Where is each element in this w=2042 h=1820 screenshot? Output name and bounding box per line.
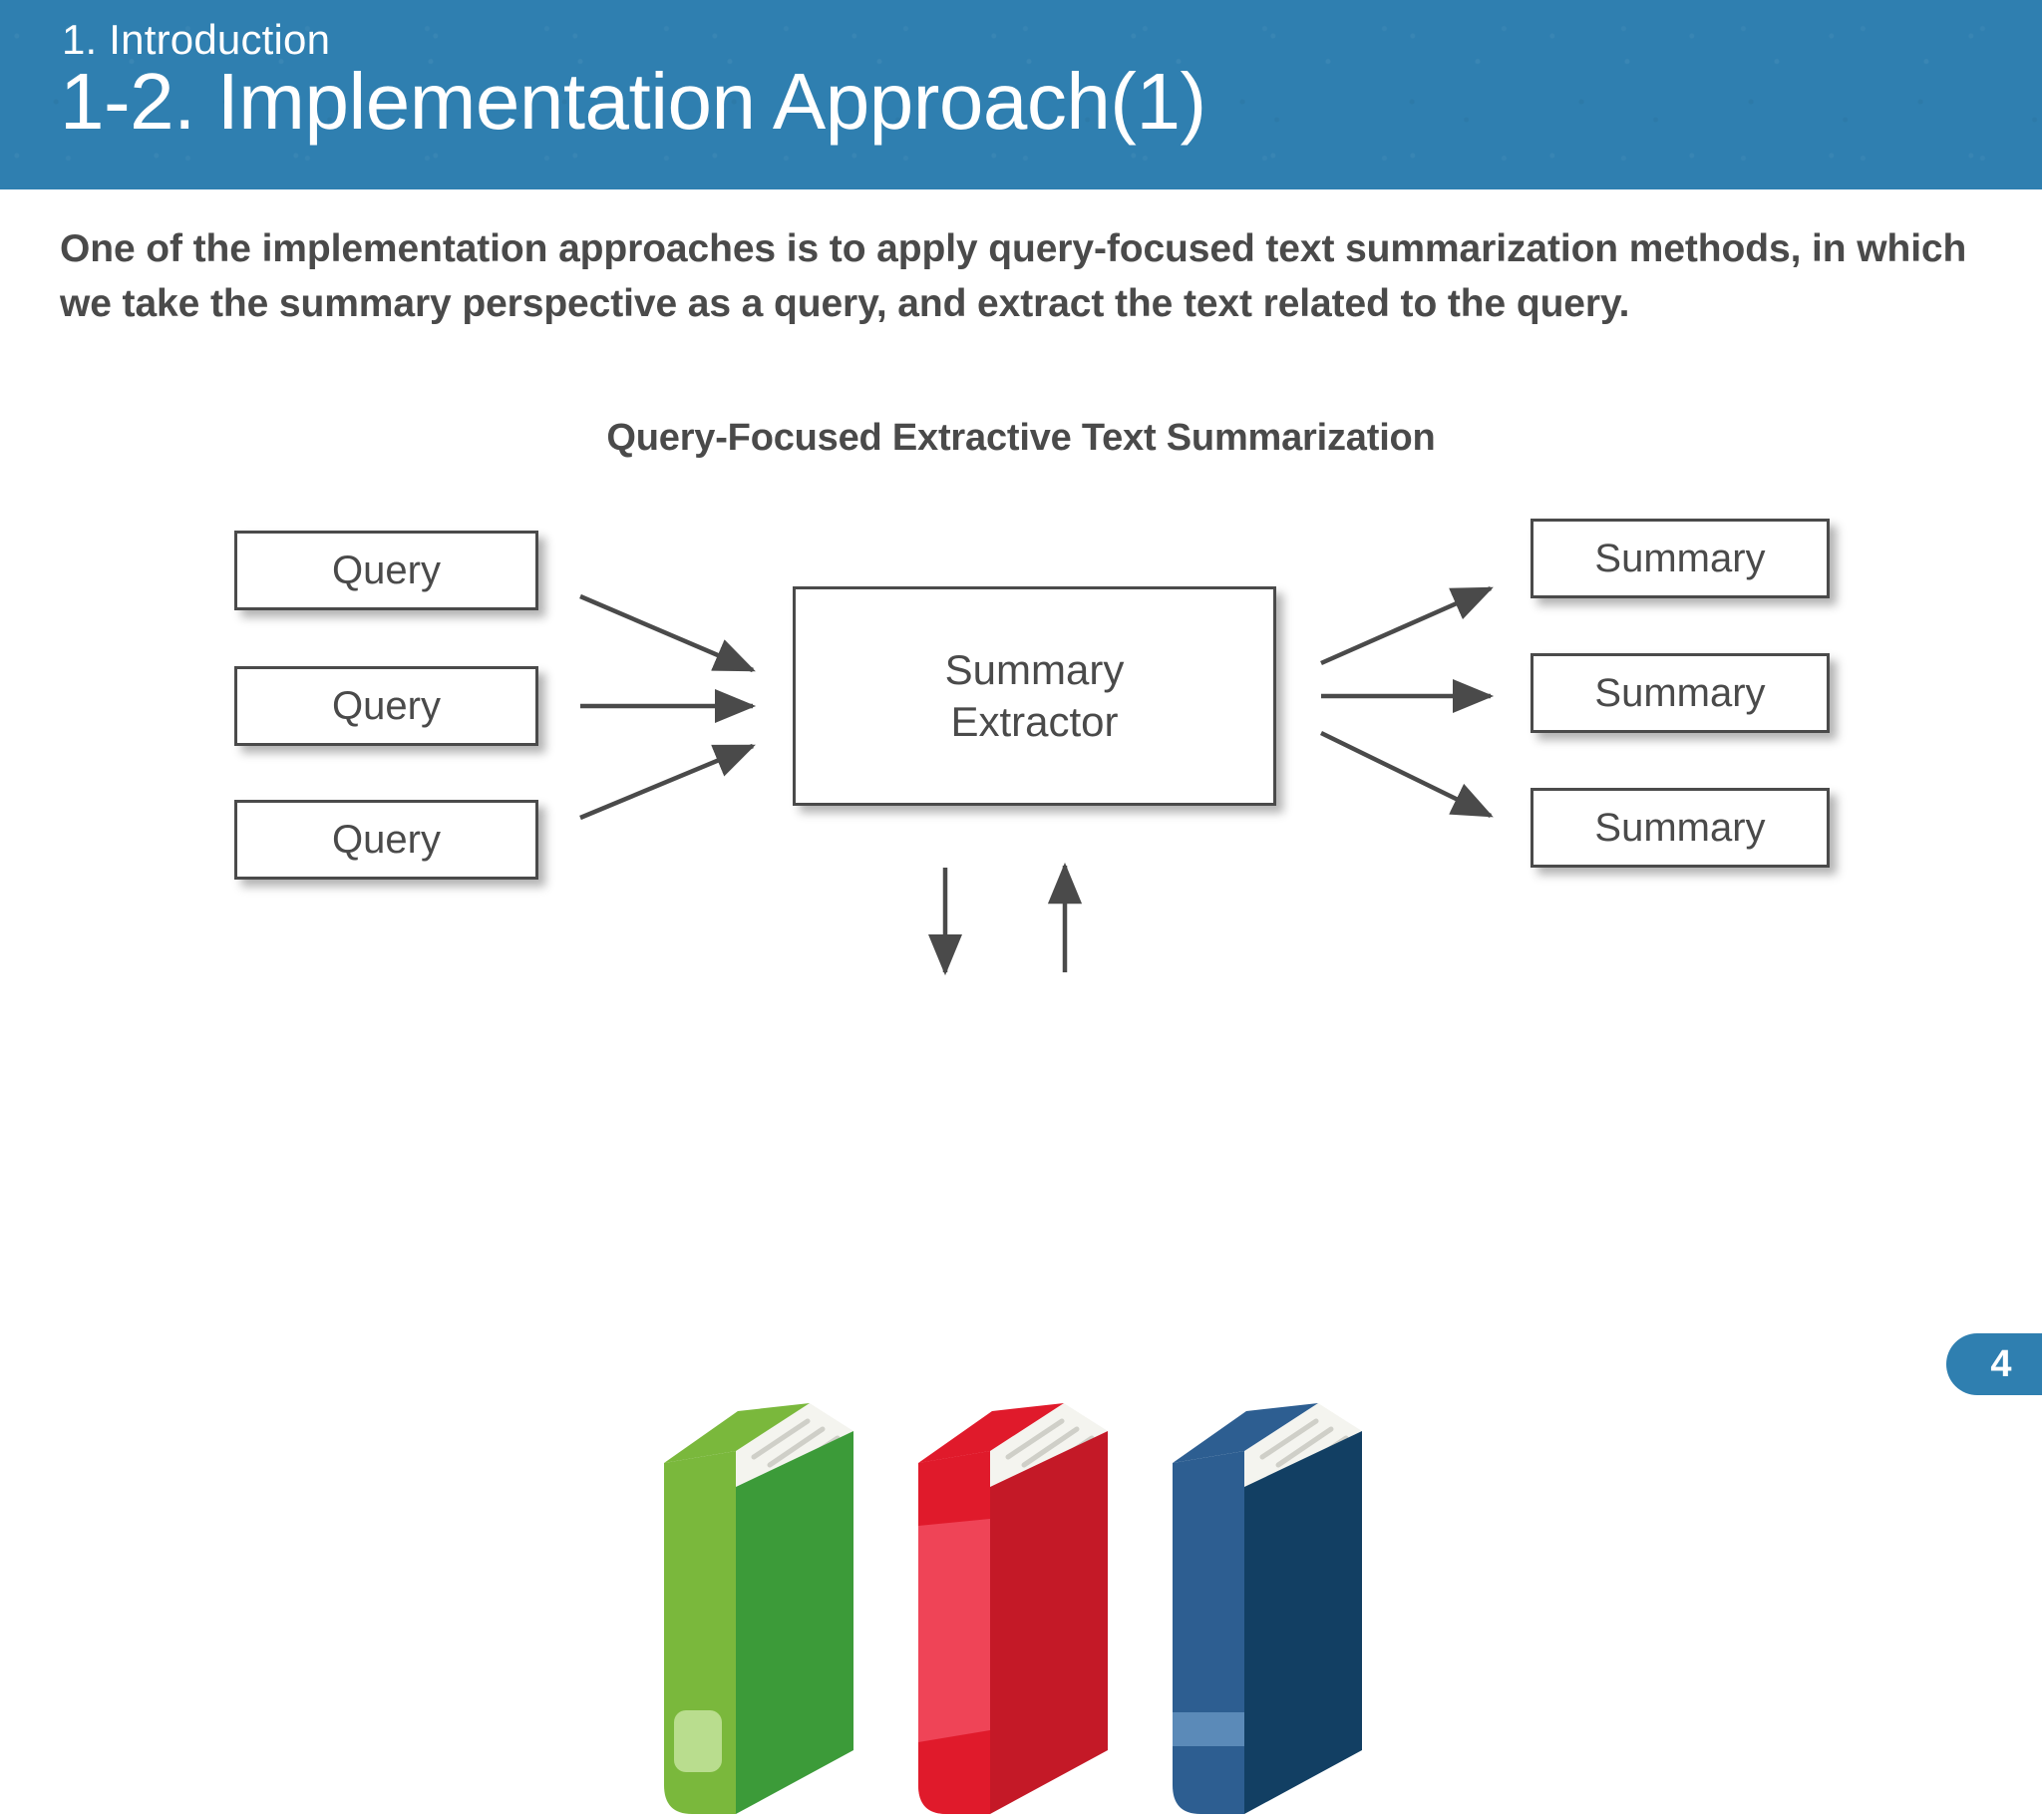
header-section-label: 1. Introduction — [62, 16, 331, 63]
summarization-diagram: Query-Focused Extractive Text Summarizat… — [0, 399, 2042, 1814]
book-stack-illustration — [0, 1351, 2042, 1820]
query-box-1[interactable]: Query — [234, 531, 538, 610]
query-box-label: Query — [332, 547, 441, 592]
summary-box-label: Summary — [1594, 805, 1766, 850]
slide-header: 1. Introduction 1-2. Implementation Appr… — [0, 0, 2042, 189]
query-box-label: Query — [332, 817, 441, 862]
green-book-icon — [664, 1403, 853, 1814]
diagram-title: Query-Focused Extractive Text Summarizat… — [606, 417, 1436, 459]
summary-box-3[interactable]: Summary — [1531, 788, 1830, 868]
page-number-badge: 4 — [1946, 1333, 2042, 1395]
lead-paragraph: One of the implementation approaches is … — [60, 227, 1967, 326]
summary-box-label: Summary — [1594, 670, 1766, 715]
arrow-query1-to-extractor — [579, 593, 756, 673]
summary-box-label: Summary — [1594, 536, 1766, 580]
query-box-label: Query — [332, 683, 441, 728]
extractor-label-line1: Summary — [944, 645, 1125, 693]
query-box-3[interactable]: Query — [234, 800, 538, 880]
red-book-icon — [918, 1403, 1108, 1814]
blue-book-icon — [1173, 1403, 1362, 1814]
extractor-label-line2: Extractor — [950, 698, 1119, 745]
arrow-extractor-to-summary3 — [1320, 730, 1494, 819]
arrow-extractor-to-summary1 — [1320, 585, 1494, 666]
summary-extractor-box[interactable]: Summary Extractor — [793, 586, 1276, 806]
arrow-query3-to-extractor — [579, 743, 756, 821]
summary-box-2[interactable]: Summary — [1531, 653, 1830, 733]
query-box-2[interactable]: Query — [234, 666, 538, 746]
summary-box-1[interactable]: Summary — [1531, 519, 1830, 598]
diagram-arrows — [579, 585, 1495, 976]
slide-title: 1-2. Implementation Approach(1) — [60, 57, 1206, 146]
